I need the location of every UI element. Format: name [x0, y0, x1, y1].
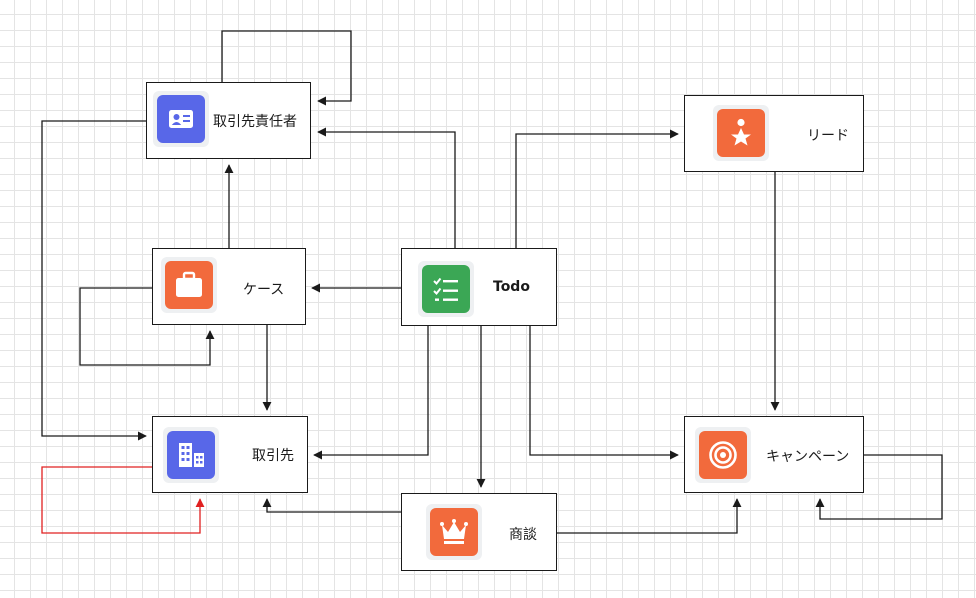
icon-tile: [713, 105, 769, 161]
node-deal[interactable]: 商談: [401, 493, 557, 571]
icon-tile: [695, 427, 751, 483]
connector-todo-to-lead[interactable]: [515, 129, 679, 248]
icon-tile: [161, 257, 217, 313]
node-case[interactable]: ケース: [152, 248, 306, 325]
target-icon: [699, 431, 747, 479]
connector-deal-to-account[interactable]: [262, 498, 401, 513]
connector-todo-to-campaign[interactable]: [529, 326, 679, 460]
connector-case-to-case[interactable]: [79, 287, 215, 366]
briefcase-icon: [165, 261, 213, 309]
node-label: ケース: [243, 282, 285, 298]
connector-campaign-to-campaign[interactable]: [815, 454, 943, 520]
node-todo[interactable]: Todo: [401, 248, 557, 326]
node-label: リード: [807, 128, 849, 144]
node-lead[interactable]: リード: [684, 95, 864, 172]
node-contact[interactable]: 取引先責任者: [146, 82, 311, 159]
contact-card-icon: [157, 95, 205, 143]
connector-todo-to-contact[interactable]: [317, 127, 456, 248]
person-star-icon: [717, 109, 765, 157]
building-icon: [167, 431, 215, 479]
crown-icon: [430, 508, 478, 556]
connector-deal-to-campaign[interactable]: [557, 498, 742, 534]
connector-contact-to-contact[interactable]: [221, 30, 352, 106]
node-label: 取引先: [252, 448, 294, 464]
node-label: 取引先責任者: [213, 114, 297, 130]
icon-tile: [426, 504, 482, 560]
node-label: キャンペーン: [766, 449, 850, 465]
task-list-icon: [422, 265, 470, 313]
connector-contact-to-account[interactable]: [41, 120, 147, 441]
icon-tile: [163, 427, 219, 483]
node-account[interactable]: 取引先: [152, 416, 308, 493]
node-label: 商談: [509, 527, 537, 543]
icon-tile: [153, 91, 209, 147]
node-label: Todo: [493, 279, 530, 295]
connector-account-to-account[interactable]: [41, 466, 205, 534]
connector-todo-to-account[interactable]: [313, 326, 429, 460]
icon-tile: [418, 261, 474, 317]
node-campaign[interactable]: キャンペーン: [684, 416, 864, 493]
